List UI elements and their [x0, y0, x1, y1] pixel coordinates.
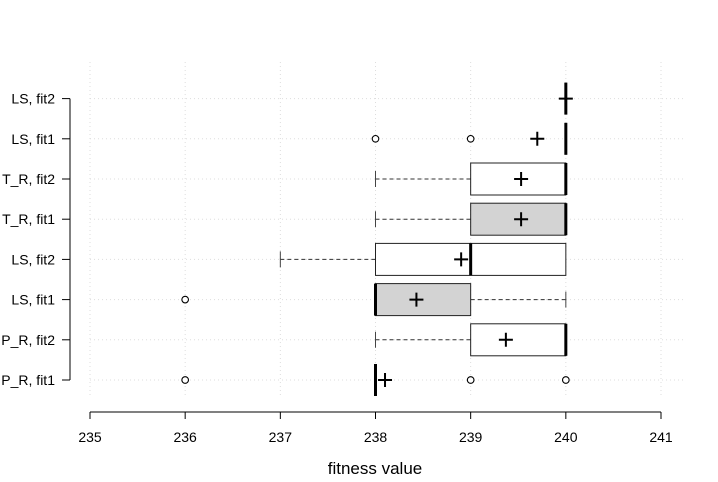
outlier-point — [181, 376, 190, 384]
y-tick-label: LS, fit1 — [11, 131, 55, 147]
mean-marker — [558, 91, 573, 106]
mean-marker — [409, 292, 424, 307]
grid — [89, 62, 685, 395]
boxes — [181, 82, 573, 396]
x-axis-label: fitness value — [328, 459, 423, 478]
y-tick-label: T_R, fit1 — [2, 211, 55, 227]
outlier-point — [466, 134, 475, 143]
y-tick-label: P_R, fit1 — [1, 372, 55, 388]
y-tick-label: LS, fit1 — [11, 292, 55, 308]
y-tick-label: LS, fit2 — [11, 251, 55, 267]
outlier-point — [466, 376, 475, 384]
outlier-point — [181, 295, 190, 304]
x-tick-label: 235 — [78, 429, 102, 445]
mean-marker — [514, 172, 529, 186]
x-tick-label: 239 — [459, 429, 483, 445]
mean-marker — [378, 373, 393, 387]
box — [470, 323, 567, 357]
x-tick-label: 241 — [649, 429, 673, 445]
x-tick-label: 240 — [554, 429, 578, 445]
y-tick-label: LS, fit2 — [11, 91, 55, 107]
y-tick-label: P_R, fit2 — [1, 332, 55, 348]
x-tick-label: 238 — [364, 429, 388, 445]
x-axis: 235 236 237 238 239 240 241 — [78, 411, 673, 445]
x-tick-label: 236 — [173, 429, 197, 445]
mean-marker — [498, 332, 513, 347]
mean-marker — [514, 212, 529, 227]
y-tick-label: T_R, fit2 — [2, 171, 55, 187]
outlier-point — [371, 134, 380, 143]
mean-marker — [530, 131, 545, 146]
outlier-point — [561, 376, 570, 384]
mean-marker — [454, 252, 469, 267]
x-tick-label: 237 — [269, 429, 293, 445]
